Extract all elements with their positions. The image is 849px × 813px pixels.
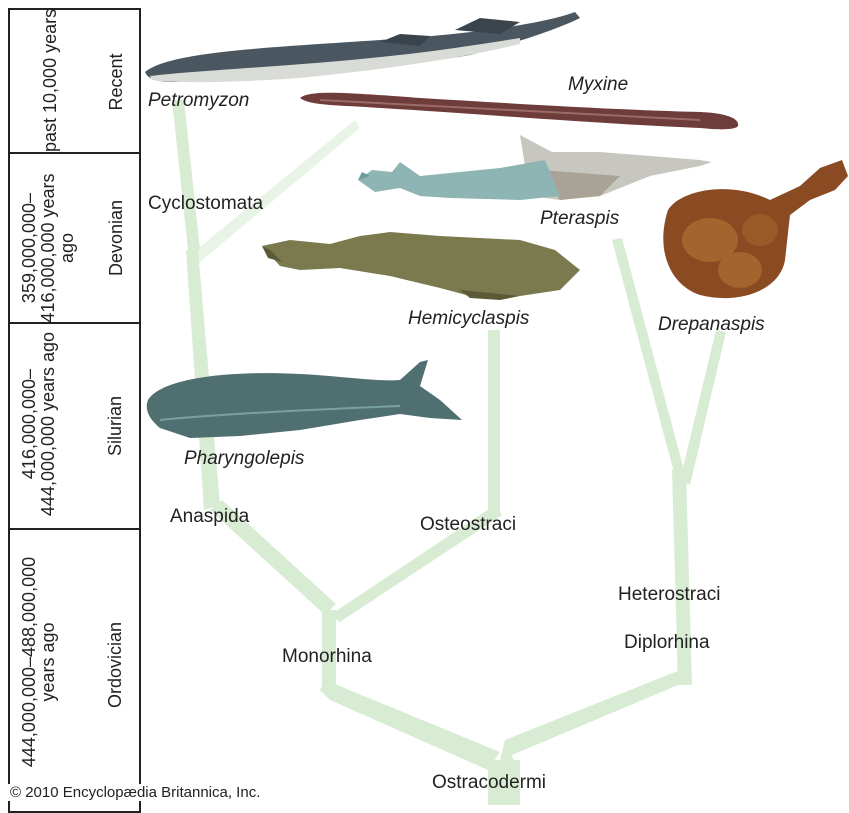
label-petromyzon: Petromyzon	[148, 90, 249, 112]
label-diplorhina: Diplorhina	[624, 632, 710, 654]
label-osteostraci: Osteostraci	[420, 514, 516, 536]
pharyngolepis-illustration	[147, 360, 462, 438]
myxine-illustration	[300, 93, 738, 130]
label-heterostraci: Heterostraci	[618, 584, 720, 606]
copyright-notice: © 2010 Encyclopædia Britannica, Inc.	[6, 784, 264, 801]
pteraspis-illustration	[358, 135, 712, 200]
label-pteraspis: Pteraspis	[540, 208, 619, 230]
label-hemicyclaspis: Hemicyclaspis	[408, 308, 529, 330]
label-cyclostomata: Cyclostomata	[148, 193, 263, 215]
label-ostracodermi: Ostracodermi	[432, 772, 546, 794]
label-pharyngolepis: Pharyngolepis	[184, 448, 304, 470]
hemicyclaspis-illustration	[262, 232, 580, 300]
label-myxine: Myxine	[568, 74, 628, 96]
label-drepanaspis: Drepanaspis	[658, 314, 765, 336]
drepanaspis-illustration	[663, 160, 848, 298]
label-monorhina: Monorhina	[282, 646, 372, 668]
petromyzon-illustration	[145, 12, 580, 82]
label-anaspida: Anaspida	[170, 506, 249, 528]
